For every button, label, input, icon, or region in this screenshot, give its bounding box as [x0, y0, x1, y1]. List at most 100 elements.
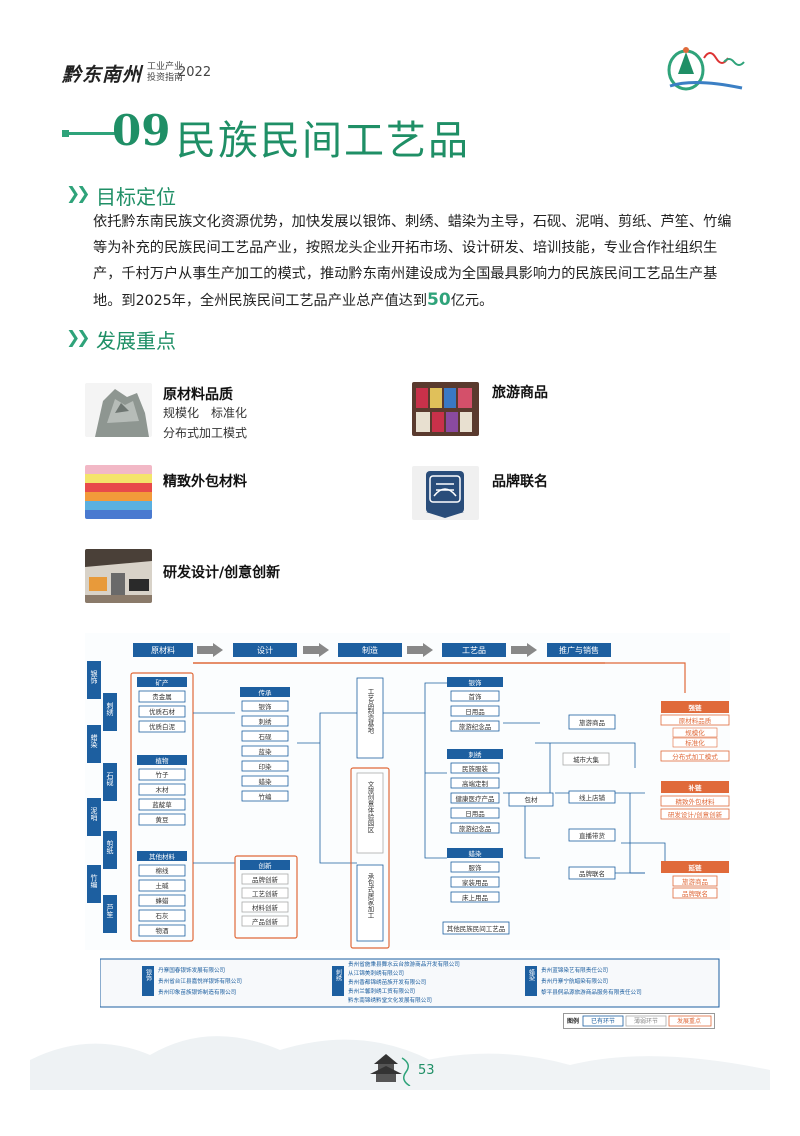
chain-item: 精致外包材料 — [676, 797, 716, 806]
company-list: 银饰 刺绣 蜡染 丹寨国春银饰发展有限公司 贵州省台江县嘉悦祥银饰有限公司 贵州… — [100, 958, 720, 1008]
channel-node: 包材 — [525, 795, 539, 804]
craft-tag: 石砚 — [106, 772, 114, 787]
arrow-right-icon — [407, 643, 433, 657]
legend: 图例 已有环节 薄弱环节 发展重点 — [563, 1013, 715, 1029]
mountain-background — [30, 1036, 770, 1090]
goal-paragraph: 依托黔东南民族文化资源优势，加快发展以银饰、刺绣、蜡染为主导，石砚、泥哨、剪纸、… — [93, 209, 733, 314]
header-year: 2022 — [178, 65, 212, 80]
stage-label: 原材料 — [151, 645, 175, 655]
channel-node: 城市大集 — [573, 755, 600, 764]
node-label: 其他民族民间工艺品 — [447, 924, 506, 933]
group-title: 蜡染 — [469, 849, 483, 858]
node-label: 日用品 — [465, 708, 485, 716]
focus-item-title: 研发设计/创意创新 — [163, 565, 281, 581]
node-label: 高端定制 — [462, 779, 489, 788]
node-label: 旅游纪念品 — [459, 824, 492, 833]
section-number: 09 — [112, 106, 171, 155]
company-group-label: 银饰 — [145, 968, 152, 982]
goal-highlight: 50 — [427, 290, 451, 310]
header-sub1: 工业产业 — [147, 62, 184, 72]
node-label: 刺绣 — [259, 717, 273, 726]
craft-tag: 刺绣 — [106, 701, 114, 717]
stage-label: 推广与销售 — [559, 645, 599, 655]
arrow-right-icon — [197, 643, 223, 657]
node-label: 竹子 — [156, 770, 170, 779]
company-name: 贵州丹寨宁航蜡染有限公司 — [541, 977, 608, 985]
chevron-icon: ❯❯ — [66, 328, 90, 348]
focus-item-title: 原材料品质 — [163, 387, 233, 403]
focus-heading: 发展重点 — [96, 329, 176, 353]
chain-item: 分布式加工模式 — [672, 752, 718, 761]
chain-title: 延链 — [688, 863, 703, 872]
node-label: 首饰 — [469, 692, 483, 701]
company-group-label: 蜡染 — [528, 968, 535, 982]
costume-image — [412, 382, 479, 436]
stage-label: 设计 — [257, 645, 273, 655]
company-name: 黎平县侗品源旅游商品服务有限责任公司 — [541, 988, 642, 996]
mfg-node: 文旅创意体验园区 — [366, 780, 374, 834]
chain-item: 规模化 — [685, 728, 705, 737]
focus-item-title: 精致外包材料 — [163, 474, 247, 490]
fabric-image — [85, 465, 152, 519]
node-label: 蓝靛草 — [152, 800, 172, 809]
mfg-node: 承包式居家加工 — [366, 872, 374, 919]
node-label: 家装用品 — [462, 878, 488, 887]
company-name: 贵州香都锦绣苗族开发有限公司 — [348, 978, 426, 986]
node-label: 健康医疗产品 — [456, 794, 495, 803]
company-name: 丹寨国春银饰发展有限公司 — [158, 966, 225, 974]
channel-node: 线上店铺 — [579, 793, 606, 802]
craft-tag: 剪纸 — [106, 839, 114, 855]
legend-item: 薄弱环节 — [634, 1017, 658, 1025]
chain-item: 研发设计/创意创新 — [668, 810, 723, 819]
stage-header — [547, 643, 611, 657]
node-label: 蜡染 — [259, 777, 273, 786]
node-label: 旅游纪念品 — [459, 722, 492, 731]
node-label: 竹编 — [259, 792, 273, 801]
chevron-icon: ❯❯ — [66, 184, 90, 204]
arrow-right-icon — [303, 643, 329, 657]
channel-node: 直播带货 — [579, 831, 606, 840]
node-label: 优质白泥 — [149, 722, 176, 731]
node-label: 材料创新 — [252, 903, 279, 912]
node-label: 产品创新 — [252, 917, 279, 926]
node-label: 品牌创新 — [252, 875, 279, 884]
company-name: 黔东南锦绣黔堂文化发展有限公司 — [348, 996, 432, 1004]
company-name: 贵州蓝锦染艺有限责任公司 — [541, 966, 608, 974]
region-logo — [667, 47, 745, 91]
group-title: 矿产 — [156, 678, 170, 687]
company-name: 贵州印象苗族银饰制造有限公司 — [158, 988, 236, 996]
channel-node: 旅游商品 — [579, 718, 605, 727]
stage-header — [442, 643, 506, 657]
industry-chain-diagram: 原材料 设计 制造 工艺品 推广与销售 银饰 刺绣 蜡染 石砚 泥哨 剪纸 竹编… — [85, 633, 730, 950]
stage-header — [133, 643, 193, 657]
studio-image — [85, 549, 152, 603]
node-label: 木材 — [156, 785, 170, 794]
craft-tag: 蜡染 — [90, 733, 98, 749]
title-rule — [64, 132, 116, 135]
group-title: 传承 — [259, 688, 273, 697]
chain-item: 标准化 — [685, 738, 705, 747]
stage-label: 工艺品 — [462, 646, 486, 655]
header-sub2: 投资指南 — [147, 73, 184, 83]
rock-image — [85, 383, 152, 437]
page-number: 53 — [418, 1063, 435, 1078]
goal-text-end: 亿元。 — [450, 293, 494, 309]
legend-title: 图例 — [567, 1017, 579, 1025]
group-title: 植物 — [156, 756, 170, 765]
craft-tag: 芦笙 — [106, 903, 114, 918]
group-title: 刺绣 — [469, 750, 483, 759]
focus-item-title: 旅游商品 — [492, 385, 548, 401]
company-group-label: 刺绣 — [335, 968, 342, 982]
node-label: 蜂蜡 — [156, 896, 170, 905]
group-title: 创新 — [259, 861, 273, 870]
node-label: 棉线 — [156, 866, 170, 875]
node-label: 银饰 — [259, 702, 273, 711]
focus-item-title: 品牌联名 — [492, 474, 548, 490]
company-name: 贵州省施秉县舞水云台旅游商品开发有限公司 — [348, 960, 460, 968]
goal-text: 依托黔东南民族文化资源优势，加快发展以银饰、刺绣、蜡染为主导，石砚、泥哨、剪纸、… — [93, 214, 732, 309]
company-name: 贵州兰馨刺绣工贸有限公司 — [348, 987, 415, 995]
node-label: 优质石材 — [149, 707, 176, 716]
group-title: 银饰 — [469, 678, 483, 687]
header-brand: 黔东南州 — [62, 64, 143, 86]
node-label: 民族服装 — [462, 764, 489, 773]
